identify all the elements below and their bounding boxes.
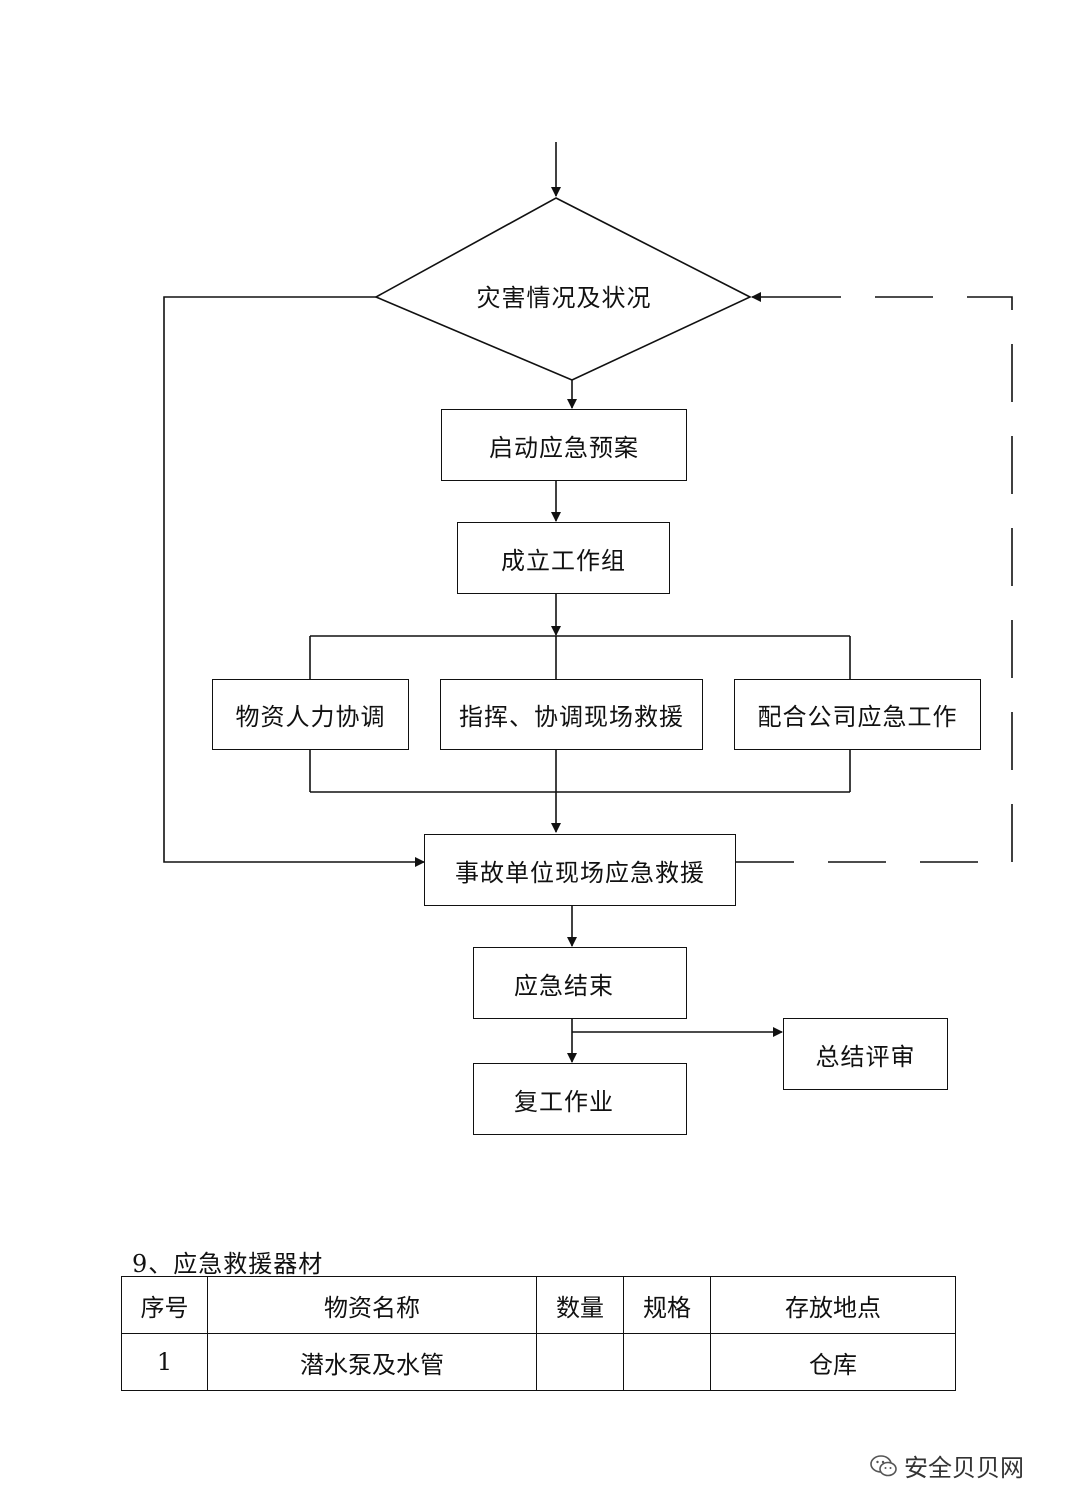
start-plan-box: 启动应急预案 — [441, 409, 687, 481]
cell-spec — [623, 1333, 711, 1391]
branch-cooperate-box: 配合公司应急工作 — [734, 679, 981, 750]
cell-name: 潜水泵及水管 — [207, 1333, 537, 1391]
cell-location: 仓库 — [710, 1333, 956, 1391]
dashed-feedback-loop — [736, 296, 1013, 863]
left-loop-line — [163, 296, 425, 867]
cell-index: 1 — [121, 1333, 208, 1391]
cell-quantity — [536, 1333, 624, 1391]
decision-label: 灾害情况及状况 — [476, 284, 652, 312]
header-quantity: 数量 — [536, 1276, 624, 1334]
branch-command-box: 指挥、协调现场救援 — [440, 679, 703, 750]
watermark-text: 安全贝贝网 — [904, 1454, 1024, 1482]
header-spec: 规格 — [623, 1276, 711, 1334]
table-row: 1 潜水泵及水管 仓库 — [121, 1333, 956, 1391]
branch-material-box: 物资人力协调 — [212, 679, 409, 750]
form-group-box: 成立工作组 — [457, 522, 670, 594]
table-header-row: 序号 物资名称 数量 规格 存放地点 — [121, 1276, 956, 1334]
header-name: 物资名称 — [207, 1276, 537, 1334]
wechat-icon — [870, 1454, 897, 1476]
header-location: 存放地点 — [710, 1276, 956, 1334]
resume-box: 复工作业 — [473, 1063, 687, 1135]
watermark: 安全贝贝网 — [870, 1448, 1024, 1483]
summary-box: 总结评审 — [783, 1018, 948, 1090]
onsite-rescue-box: 事故单位现场应急救援 — [424, 834, 736, 906]
equipment-table: 序号 物资名称 数量 规格 存放地点 1 潜水泵及水管 仓库 — [121, 1276, 956, 1391]
header-index: 序号 — [121, 1276, 208, 1334]
section-title: 9、应急救援器材 — [132, 1250, 324, 1278]
end-box: 应急结束 — [473, 947, 687, 1019]
